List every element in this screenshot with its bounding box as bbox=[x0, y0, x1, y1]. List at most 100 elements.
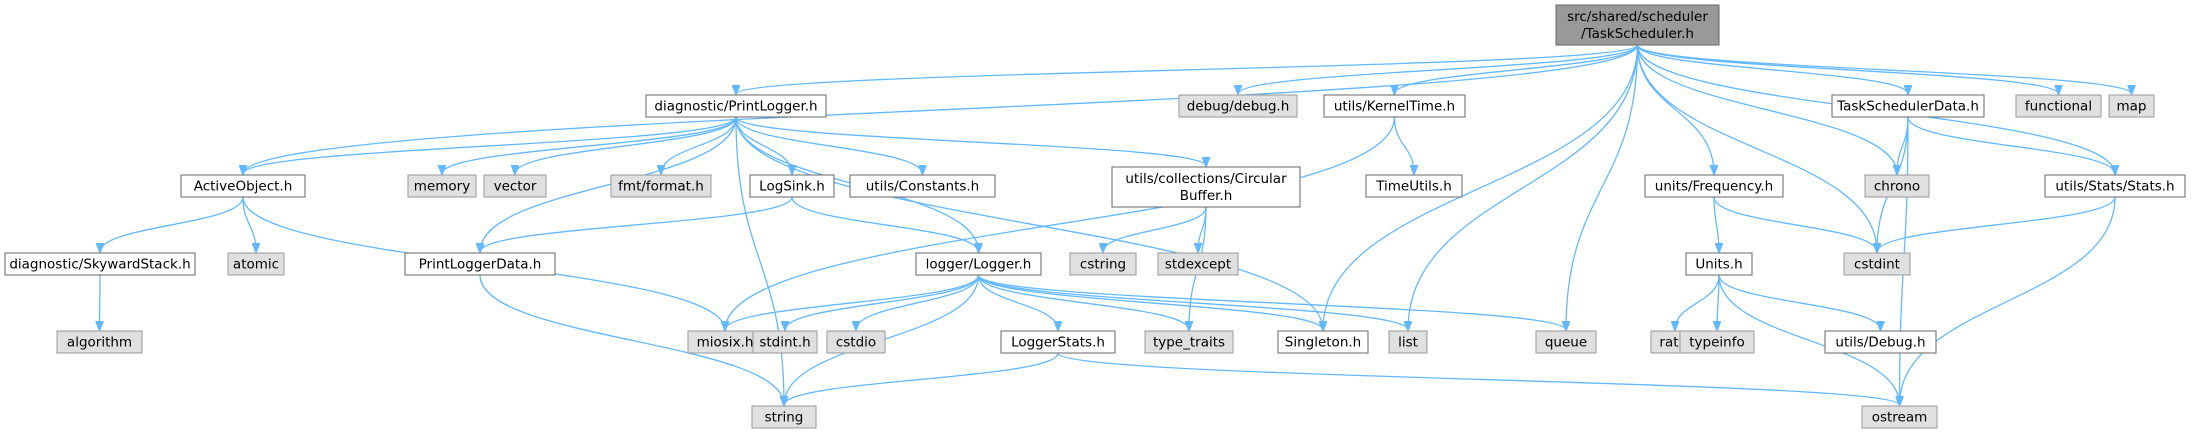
node-printloggerdata-box bbox=[404, 252, 556, 276]
node-singleton[interactable]: Singleton.h bbox=[1277, 330, 1369, 354]
node-logger-label: logger/Logger.h bbox=[926, 257, 1032, 273]
node-logsink-label: LogSink.h bbox=[759, 179, 825, 195]
edge-logger-to-loggerstats bbox=[977, 274, 1059, 330]
node-queue: queue bbox=[1535, 330, 1597, 354]
node-loggerstats-label: LoggerStats.h bbox=[1011, 335, 1105, 351]
node-string-label: string bbox=[765, 410, 804, 426]
node-queue-box bbox=[1535, 330, 1597, 354]
node-logger[interactable]: logger/Logger.h bbox=[915, 252, 1042, 276]
node-debug: debug/debug.h bbox=[1178, 94, 1298, 118]
edge-stats-to-cstdint bbox=[1877, 196, 2116, 252]
node-cstring-label: cstring bbox=[1080, 257, 1126, 273]
node-activeobject[interactable]: ActiveObject.h bbox=[180, 174, 306, 198]
edge-root-to-map bbox=[1636, 44, 2132, 94]
node-cstring-box bbox=[1069, 252, 1137, 276]
edge-printlogger-to-activeobject bbox=[243, 116, 737, 174]
node-list-label: list bbox=[1398, 335, 1418, 351]
edge-units-to-ratio bbox=[1675, 274, 1720, 330]
edge-logger-to-stdint bbox=[785, 274, 980, 330]
node-vector-label: vector bbox=[494, 179, 537, 195]
node-memory-box bbox=[407, 174, 477, 198]
node-string-box bbox=[751, 405, 817, 429]
node-taskschedulerdata[interactable]: TaskSchedulerData.h bbox=[1831, 94, 1985, 118]
node-printlogger-box bbox=[645, 94, 827, 118]
node-circularbuffer-label: utils/collections/Circular bbox=[1125, 171, 1287, 187]
node-stdexcept-label: stdexcept bbox=[1165, 257, 1231, 273]
node-typetraits-box bbox=[1144, 330, 1234, 354]
node-algorithm: algorithm bbox=[56, 330, 143, 354]
edge-root-to-debug bbox=[1238, 44, 1639, 94]
node-ostream: ostream bbox=[1861, 405, 1938, 429]
node-map-label: map bbox=[2117, 99, 2147, 115]
edge-logger-to-list bbox=[977, 274, 1409, 330]
edge-activeobject-to-skywardstack bbox=[100, 196, 244, 252]
node-loggerstats[interactable]: LoggerStats.h bbox=[1000, 330, 1116, 354]
node-ostream-label: ostream bbox=[1872, 410, 1928, 426]
node-frequency-box bbox=[1644, 174, 1784, 198]
node-timeutils-box bbox=[1365, 174, 1463, 198]
node-cstdint-box bbox=[1843, 252, 1911, 276]
node-typeinfo: typeinfo bbox=[1679, 330, 1755, 354]
node-typetraits-label: type_traits bbox=[1153, 335, 1225, 351]
node-stats[interactable]: utils/Stats/Stats.h bbox=[2044, 174, 2186, 198]
edge-skywardstack-to-algorithm bbox=[100, 274, 101, 330]
edge-circularbuffer-to-cstring bbox=[1103, 206, 1207, 252]
edge-root-to-chrono bbox=[1636, 44, 1898, 174]
node-functional-label: functional bbox=[2025, 99, 2092, 115]
node-cstdio-box bbox=[826, 330, 886, 354]
node-printloggerdata[interactable]: PrintLoggerData.h bbox=[404, 252, 556, 276]
edge-activeobject-to-atomic bbox=[242, 196, 256, 252]
node-stdint-label: stdint.h bbox=[759, 335, 810, 351]
node-stdint-box bbox=[752, 330, 818, 354]
node-atomic: atomic bbox=[227, 252, 285, 276]
node-logger-box bbox=[915, 252, 1042, 276]
edge-printlogger-to-printloggerdata bbox=[480, 116, 737, 252]
node-printlogger[interactable]: diagnostic/PrintLogger.h bbox=[645, 94, 827, 118]
node-skywardstack[interactable]: diagnostic/SkywardStack.h bbox=[4, 252, 196, 276]
node-singleton-label: Singleton.h bbox=[1285, 335, 1361, 351]
node-map-box bbox=[2108, 94, 2155, 118]
edge-root-to-queue bbox=[1566, 44, 1639, 330]
node-kerneltime[interactable]: utils/KernelTime.h bbox=[1323, 94, 1466, 118]
node-utilsdebug[interactable]: utils/Debug.h bbox=[1824, 330, 1937, 354]
node-stdexcept: stdexcept bbox=[1157, 252, 1239, 276]
node-root[interactable]: src/shared/scheduler/TaskScheduler.h bbox=[1555, 4, 1720, 46]
node-typetraits: type_traits bbox=[1144, 330, 1234, 354]
node-constants-label: utils/Constants.h bbox=[866, 179, 980, 195]
node-kerneltime-label: utils/KernelTime.h bbox=[1334, 99, 1455, 115]
edge-units-to-ostream bbox=[1718, 274, 1900, 405]
node-root-label: /TaskScheduler.h bbox=[1581, 26, 1694, 42]
node-frequency-label: units/Frequency.h bbox=[1655, 179, 1773, 195]
node-list-box bbox=[1388, 330, 1428, 354]
node-root-box bbox=[1555, 4, 1720, 46]
edge-taskschedulerdata-to-stats bbox=[1907, 116, 2115, 174]
node-taskschedulerdata-label: TaskSchedulerData.h bbox=[1836, 99, 1979, 115]
node-cstring: cstring bbox=[1069, 252, 1137, 276]
node-units[interactable]: Units.h bbox=[1685, 252, 1753, 276]
node-timeutils[interactable]: TimeUtils.h bbox=[1365, 174, 1463, 198]
edge-root-to-printlogger bbox=[736, 44, 1639, 94]
node-constants-box bbox=[849, 174, 996, 198]
node-fmtformat-label: fmt/format.h bbox=[618, 179, 704, 195]
node-skywardstack-box bbox=[4, 252, 196, 276]
node-timeutils-label: TimeUtils.h bbox=[1375, 179, 1452, 195]
node-printlogger-label: diagnostic/PrintLogger.h bbox=[654, 99, 817, 115]
node-logsink-box bbox=[749, 174, 835, 198]
node-constants[interactable]: utils/Constants.h bbox=[849, 174, 996, 198]
node-activeobject-box bbox=[180, 174, 306, 198]
node-chrono-box bbox=[1864, 174, 1930, 198]
node-typeinfo-box bbox=[1679, 330, 1755, 354]
edge-root-to-activeobject bbox=[243, 44, 1639, 174]
node-circularbuffer-box bbox=[1111, 166, 1301, 208]
node-logsink[interactable]: LogSink.h bbox=[749, 174, 835, 198]
node-utilsdebug-box bbox=[1824, 330, 1937, 354]
edge-logger-to-singleton bbox=[977, 274, 1324, 330]
node-skywardstack-label: diagnostic/SkywardStack.h bbox=[9, 257, 190, 273]
edge-printloggerdata-to-string bbox=[479, 274, 784, 405]
node-ostream-box bbox=[1861, 405, 1938, 429]
node-map: map bbox=[2108, 94, 2155, 118]
node-frequency[interactable]: units/Frequency.h bbox=[1644, 174, 1784, 198]
edge-kerneltime-to-miosix bbox=[725, 116, 1396, 330]
